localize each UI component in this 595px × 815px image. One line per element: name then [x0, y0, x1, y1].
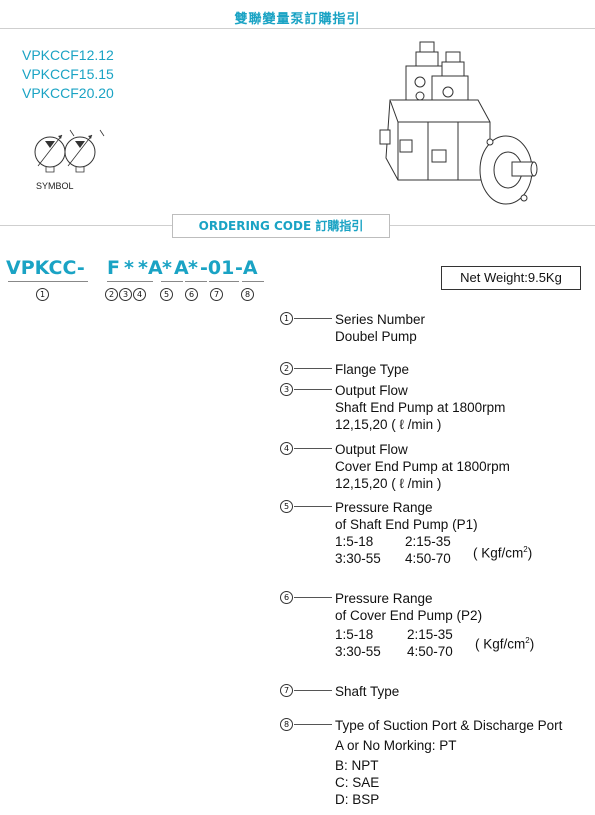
- unit-end: ): [529, 636, 535, 652]
- pressure-option: 2:15-35: [407, 627, 453, 642]
- code-underline: [242, 281, 264, 282]
- item-line: Cover End Pump at 1800rpm: [335, 459, 510, 474]
- unit-end: ): [527, 545, 533, 561]
- code-underline: [209, 281, 239, 282]
- pump-illustration-icon: [379, 41, 538, 205]
- code-pressure-p1: A: [148, 257, 163, 279]
- item-number: 1: [280, 312, 293, 325]
- item-number: 8: [280, 718, 293, 731]
- item-number: 7: [280, 684, 293, 697]
- code-number: 2: [105, 288, 118, 301]
- item-line: Output Flow: [335, 383, 408, 398]
- leader-line: [294, 724, 332, 725]
- code-number: 3: [119, 288, 132, 301]
- pressure-grid: 1:5-18 2:15-35 3:30-55 4:50-70 ( Kgf/cm2…: [335, 624, 534, 660]
- item-line: of Cover End Pump (P2): [335, 608, 483, 623]
- pressure-option: 1:5-18: [335, 534, 374, 549]
- code-underline: [185, 281, 207, 282]
- item-line: Pressure Range: [335, 500, 433, 515]
- code-underline: [8, 281, 88, 282]
- section-title: ORDERING CODE 訂購指引: [172, 214, 390, 238]
- symbol-label: SYMBOL: [36, 181, 74, 191]
- leader-line: [294, 506, 332, 507]
- pressure-unit: ( Kgf/cm2): [473, 541, 532, 562]
- leader-line: [294, 368, 332, 369]
- leader-line: [294, 597, 332, 598]
- pressure-option: 4:50-70: [405, 551, 451, 566]
- section-divider-left: [0, 225, 172, 226]
- code-port: -A: [235, 257, 258, 279]
- item-line: B: NPT: [335, 758, 379, 773]
- code-number: 7: [210, 288, 223, 301]
- leader-line: [294, 448, 332, 449]
- item-number: 4: [280, 442, 293, 455]
- page-title: 雙聯變量泵訂購指引: [234, 12, 361, 27]
- unit-sup: 2: [523, 545, 528, 554]
- item-line: Shaft End Pump at 1800rpm: [335, 400, 506, 415]
- unit-text: ( Kgf/cm: [475, 636, 526, 652]
- code-flow-cover: *: [138, 257, 148, 279]
- item-line: Flange Type: [335, 362, 410, 377]
- pressure-option: 1:5-18: [335, 627, 374, 642]
- code-number: 6: [185, 288, 198, 301]
- model-item: VPKCCF12.12: [22, 47, 114, 63]
- unit-text: ( Kgf/cm: [473, 545, 524, 561]
- code-number: 4: [133, 288, 146, 301]
- model-list: VPKCCF12.12 VPKCCF15.15 VPKCCF20.20: [22, 46, 114, 103]
- model-item: VPKCCF20.20: [22, 85, 114, 101]
- item-line: D: BSP: [335, 792, 380, 807]
- item-line: of Shaft End Pump (P1): [335, 517, 478, 532]
- pressure-unit: ( Kgf/cm2): [475, 632, 534, 653]
- item-line: 12,15,20 ( ℓ /min ): [335, 476, 442, 491]
- code-pressure-p2: A: [174, 257, 189, 279]
- code-underline: [107, 281, 153, 282]
- leader-line: [294, 318, 332, 319]
- code-series: VPKCC-: [6, 257, 85, 279]
- item-line: Series Number: [335, 312, 426, 327]
- code-sep: *: [162, 257, 172, 279]
- leader-line: [294, 389, 332, 390]
- model-item: VPKCCF15.15: [22, 66, 114, 82]
- item-line: Pressure Range: [335, 591, 433, 606]
- code-shaft: -01: [200, 257, 235, 279]
- item-line: Type of Suction Port & Discharge Port: [335, 718, 563, 733]
- pressure-option: 2:15-35: [405, 534, 451, 549]
- pressure-option: 3:30-55: [335, 644, 381, 659]
- item-line: A or No Morking: PT: [335, 738, 457, 753]
- pressure-option: 4:50-70: [407, 644, 453, 659]
- code-number: 5: [160, 288, 173, 301]
- pressure-grid: 1:5-18 2:15-35 3:30-55 4:50-70 ( Kgf/cm2…: [335, 533, 532, 569]
- code-flange: F: [107, 257, 120, 279]
- item-line: Doubel Pump: [335, 329, 417, 344]
- code-number: 1: [36, 288, 49, 301]
- item-number: 6: [280, 591, 293, 604]
- ordering-code: VPKCC- F * * A * A * -01 -A: [6, 257, 276, 283]
- item-number: 3: [280, 383, 293, 396]
- leader-line: [294, 690, 332, 691]
- title-divider: [0, 28, 595, 29]
- item-number: 5: [280, 500, 293, 513]
- item-line: C: SAE: [335, 775, 380, 790]
- unit-sup: 2: [525, 636, 530, 645]
- hydraulic-symbol-icon: [34, 129, 105, 173]
- item-line: 12,15,20 ( ℓ /min ): [335, 417, 442, 432]
- code-underline: [161, 281, 183, 282]
- section-divider-right: [390, 225, 595, 226]
- net-weight-box: Net Weight:9.5Kg: [441, 266, 581, 290]
- pressure-option: 3:30-55: [335, 551, 381, 566]
- code-flow-shaft: *: [124, 257, 134, 279]
- item-line: Output Flow: [335, 442, 408, 457]
- code-sep: *: [188, 257, 198, 279]
- item-line: Shaft Type: [335, 684, 400, 699]
- item-number: 2: [280, 362, 293, 375]
- code-number: 8: [241, 288, 254, 301]
